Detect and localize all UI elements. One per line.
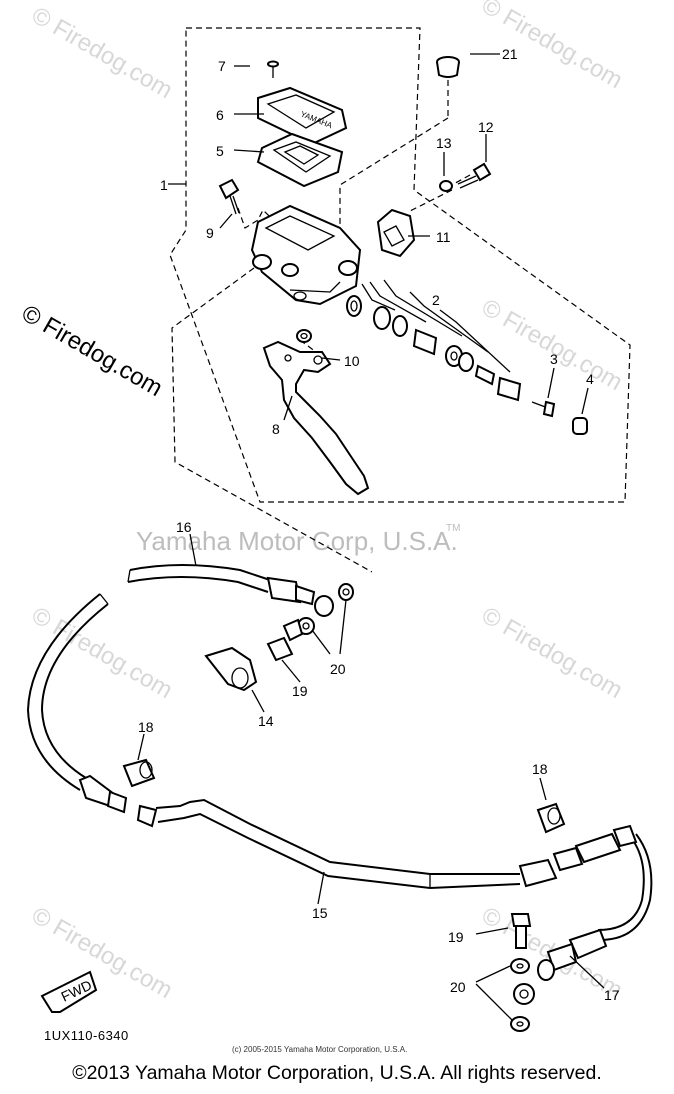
footer-copyright: ©2013 Yamaha Motor Corporation, U.S.A. A…: [72, 1062, 602, 1084]
label-18-left: 18: [138, 719, 154, 735]
screw-part-7: [267, 60, 279, 78]
screw-part-12: [457, 162, 492, 189]
brake-hose-part-15: [26, 593, 584, 889]
label-10: 10: [344, 353, 360, 369]
label-15: 15: [312, 905, 328, 921]
label-8: 8: [272, 421, 280, 437]
label-17: 17: [604, 987, 620, 1003]
washer-part-13: [439, 180, 453, 192]
label-19-lower: 19: [448, 929, 464, 945]
union-bolt-part-19-upper: [266, 618, 304, 662]
label-3: 3: [550, 351, 558, 367]
watermark-lower-left: © Firedog.com: [27, 602, 177, 704]
label-16: 16: [176, 519, 192, 535]
label-21: 21: [502, 46, 518, 62]
bolt-part-9: [218, 178, 240, 215]
assembly-outline: [168, 27, 631, 573]
watermark-top-left: © Firedog.com: [27, 2, 177, 104]
piston-kit-part-2: [346, 279, 522, 402]
brake-hose-part-17: [513, 824, 653, 1005]
label-14: 14: [258, 713, 274, 729]
label-2: 2: [432, 292, 440, 308]
washer-part-20-lower: [475, 958, 530, 1032]
grommet-part-18-right: [536, 802, 566, 834]
label-5: 5: [216, 143, 224, 159]
label-13: 13: [436, 135, 452, 151]
union-bolt-part-19-lower: [510, 913, 532, 949]
master-cylinder-body-part-1: [250, 204, 362, 306]
bush-part-10: [296, 329, 312, 343]
watermark-main: © Firedog.com: [17, 300, 167, 402]
label-18-right: 18: [532, 761, 548, 777]
forward-arrow-icon: FWD: [40, 970, 98, 1013]
switch-part-11: [376, 208, 416, 258]
reservoir-cover-part-6: YAMAHA: [257, 86, 348, 146]
small-copyright: (c) 2005-2015 Yamaha Motor Corporation, …: [232, 1045, 407, 1054]
label-20-upper: 20: [330, 661, 346, 677]
watermark-top-right: © Firedog.com: [477, 0, 627, 94]
cap-part-4: [572, 417, 588, 435]
label-6: 6: [216, 107, 224, 123]
label-19-upper: 19: [292, 683, 308, 699]
label-1: 1: [160, 177, 168, 193]
company-mark: Yamaha Motor Corp, U.S.A.: [136, 526, 458, 556]
lever-part-8: [262, 340, 370, 496]
part-labels: 1 2 3 4 5 6 7 8 9 10 11 12 13 14 15 16 1…: [138, 46, 620, 1003]
diaphragm-part-5: [256, 132, 344, 188]
trademark-symbol: TM: [446, 523, 460, 534]
label-20-lower: 20: [450, 979, 466, 995]
grommet-part-18-left: [122, 758, 156, 788]
label-12: 12: [478, 119, 494, 135]
watermark-bottom-left: © Firedog.com: [27, 902, 177, 1004]
leader-lines: [137, 53, 605, 989]
adjuster-part-3: [531, 400, 556, 418]
washer-part-20-upper: [297, 599, 347, 655]
watermark-lower-right: © Firedog.com: [477, 602, 627, 704]
cap-part-21: [436, 56, 460, 78]
boot-part-14: [204, 646, 258, 692]
label-4: 4: [586, 371, 594, 387]
brake-hose-part-16: [127, 564, 354, 617]
label-9: 9: [206, 225, 214, 241]
label-11: 11: [436, 229, 451, 245]
label-7: 7: [218, 58, 226, 74]
diagram-code: 1UX110-6340: [44, 1028, 129, 1043]
